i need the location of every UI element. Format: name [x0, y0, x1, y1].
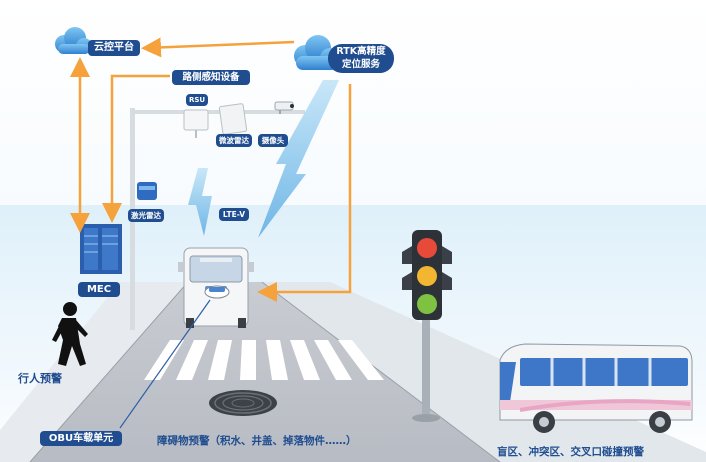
camera-icon [274, 101, 294, 114]
pedestrian-warning-label: 行人预警 [18, 372, 62, 385]
cloud-icon [55, 27, 92, 54]
signal-bolt-icon [188, 80, 339, 238]
manhole-icon [209, 390, 277, 416]
crosswalk [144, 340, 384, 380]
traffic-light-icon [402, 230, 452, 422]
pedestrian-icon [52, 302, 88, 366]
obstacle-warning-label: 障碍物预警（积水、井盖、掉落物件……） [157, 435, 357, 447]
camera-label: 摄像头 [258, 134, 288, 147]
sky-background [0, 0, 706, 205]
lidar-icon [137, 182, 157, 200]
server-rack-icon [80, 224, 122, 274]
obu-label: OBU车载单元 [40, 431, 122, 446]
rsu-label: RSU [186, 94, 208, 106]
rtk-service-line2: 定位服务 [341, 59, 380, 70]
blind-zone-warning-label: 盲区、冲突区、交叉口碰撞预警 [497, 446, 644, 458]
microwave-radar-label: 微波雷达 [216, 134, 252, 147]
lidar-label: 激光雷达 [128, 209, 164, 222]
radar-icon [218, 103, 248, 135]
rtk-service-label: RTK高精度 定位服务 [328, 44, 394, 73]
rsu-icon [183, 109, 209, 138]
rtk-service-line1: RTK高精度 [336, 46, 386, 57]
cloud-platform-label: 云控平台 [88, 40, 140, 56]
lte-v-label: LTE-V [219, 208, 249, 221]
obu-device-icon [119, 285, 230, 429]
mec-label: MEC [78, 282, 120, 297]
data-flow-arrows [70, 37, 352, 302]
roadside-devices-label: 路侧感知设备 [172, 70, 250, 85]
bus-icon [499, 343, 693, 433]
